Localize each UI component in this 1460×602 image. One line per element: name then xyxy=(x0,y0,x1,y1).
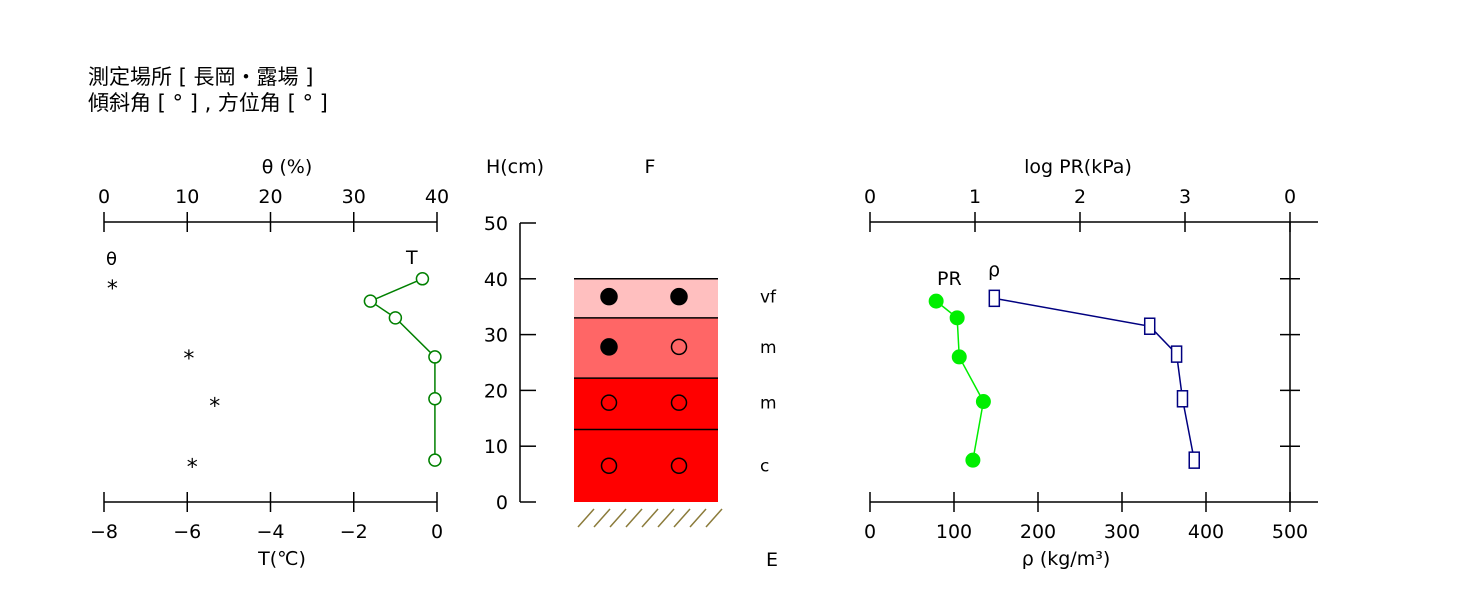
temperature-point xyxy=(428,350,442,364)
density-series-label: ρ xyxy=(988,259,1000,281)
log-pr-tick-label: 1 xyxy=(969,186,981,208)
pr-point xyxy=(965,452,981,468)
theta-tick-label: 40 xyxy=(425,186,449,208)
theta-point: * xyxy=(183,347,194,372)
snow-layer xyxy=(574,429,718,502)
grain-open-circle xyxy=(600,457,618,474)
site-header: 測定場所 [ 長岡・露場 ] 傾斜角 [ ° ] , 方位角 [ ° ] xyxy=(88,64,328,116)
theta-series-label: θ xyxy=(106,249,117,270)
height-tick-label: 40 xyxy=(484,269,508,291)
density-axis-label: ρ (kg/m³) xyxy=(1022,548,1111,570)
grain-open-circle xyxy=(670,394,688,411)
pr-point xyxy=(951,349,967,365)
snow-layer xyxy=(574,317,718,379)
height-axis-label: H(cm) xyxy=(486,156,544,178)
density-point xyxy=(1143,317,1156,335)
grain-size-label: m xyxy=(760,338,777,358)
temperature-point xyxy=(415,272,430,286)
theta-axis-label: θ (%) xyxy=(262,156,313,178)
grain-open-circle xyxy=(670,338,688,356)
density-point xyxy=(1188,451,1200,469)
grain-open-circle xyxy=(670,457,688,474)
grain-filled-circle xyxy=(600,287,618,306)
pr-density-panel: 0 1 2 3 0 log PR(kPa) 0 100 200 300 400 500 ρ (kg/m³… xyxy=(864,156,1318,570)
pr-series-label: PR xyxy=(937,268,962,290)
temperature-axis-label: T(℃) xyxy=(257,548,306,570)
theta-tick-label: 10 xyxy=(175,186,199,208)
ground-hatch xyxy=(641,508,659,528)
ground-hatch xyxy=(657,508,675,528)
snow-layer-panel: 0 10 20 30 40 50 H(cm) Fvf m m cE xyxy=(484,156,778,571)
density-tick-label: 0 xyxy=(864,521,876,543)
theta-point: * xyxy=(209,394,220,419)
theta-tick-label: 30 xyxy=(342,186,366,208)
pr-point xyxy=(975,394,991,410)
grain-size-label: m xyxy=(760,394,777,414)
temperature-point xyxy=(428,392,442,406)
ground-hatch xyxy=(609,508,627,528)
temperature-tick-label: −8 xyxy=(90,521,118,543)
temperature-tick-label: −6 xyxy=(173,521,201,543)
grain-filled-circle xyxy=(600,338,618,356)
density-tick-label: 500 xyxy=(1272,521,1308,543)
theta-point: * xyxy=(107,277,118,302)
ground-hatch xyxy=(577,508,595,528)
temperature-tick-label: −4 xyxy=(256,521,284,543)
height-tick-label: 20 xyxy=(484,380,508,402)
ground-hatch xyxy=(625,508,643,528)
bottom-label: E xyxy=(766,549,778,571)
density-tick-label: 100 xyxy=(936,521,972,543)
theta-point: * xyxy=(187,456,198,481)
snow-layer xyxy=(574,378,718,430)
theta-tick-label: 0 xyxy=(98,186,110,208)
log-pr-tick-label: 0 xyxy=(1284,186,1296,208)
ground-hatch xyxy=(705,508,723,528)
height-tick-label: 10 xyxy=(484,436,508,458)
ground-hatch xyxy=(689,508,707,528)
log-pr-axis-label: log PR(kPa) xyxy=(1024,156,1132,178)
height-tick-label: 0 xyxy=(496,492,508,514)
log-pr-tick-label: 2 xyxy=(1074,186,1086,208)
theta-tick-label: 20 xyxy=(258,186,282,208)
density-line xyxy=(994,297,1195,461)
pr-point xyxy=(928,293,944,309)
density-tick-label: 200 xyxy=(1020,521,1056,543)
snow-layer xyxy=(574,278,718,318)
density-point xyxy=(1170,345,1183,363)
temperature-point xyxy=(428,453,442,467)
layer-column-title: F xyxy=(645,156,656,178)
pr-line xyxy=(935,300,985,461)
grain-size-label: c xyxy=(760,457,769,477)
temperature-tick-label: 0 xyxy=(431,521,443,543)
temperature-line xyxy=(368,278,436,461)
density-point xyxy=(988,289,1001,308)
height-tick-label: 30 xyxy=(484,325,508,347)
pr-point xyxy=(949,310,965,326)
log-pr-tick-label: 3 xyxy=(1179,186,1191,208)
site-location-label: 測定場所 [ 長岡・露場 ] xyxy=(88,65,314,89)
theta-temperature-panel: 0 10 20 30 40 θ (%) −8 −6 −4 −2 0T(℃) θ * * * * T xyxy=(90,156,449,570)
ground-hatch xyxy=(593,508,611,528)
grain-size-label: vf xyxy=(760,288,777,308)
height-tick-label: 50 xyxy=(484,213,508,235)
temperature-tick-label: −2 xyxy=(340,521,368,543)
log-pr-tick-label: 0 xyxy=(864,186,876,208)
temperature-point xyxy=(388,311,403,325)
density-tick-label: 400 xyxy=(1188,521,1224,543)
density-tick-label: 300 xyxy=(1104,521,1140,543)
temperature-point xyxy=(363,294,378,308)
grain-filled-circle xyxy=(670,287,688,306)
grain-open-circle xyxy=(600,394,618,411)
slope-aspect-label: 傾斜角 [ ° ] , 方位角 [ ° ] xyxy=(88,91,328,115)
temperature-series-label: T xyxy=(405,247,418,269)
density-point xyxy=(1176,390,1189,408)
ground-hatch xyxy=(673,508,691,528)
